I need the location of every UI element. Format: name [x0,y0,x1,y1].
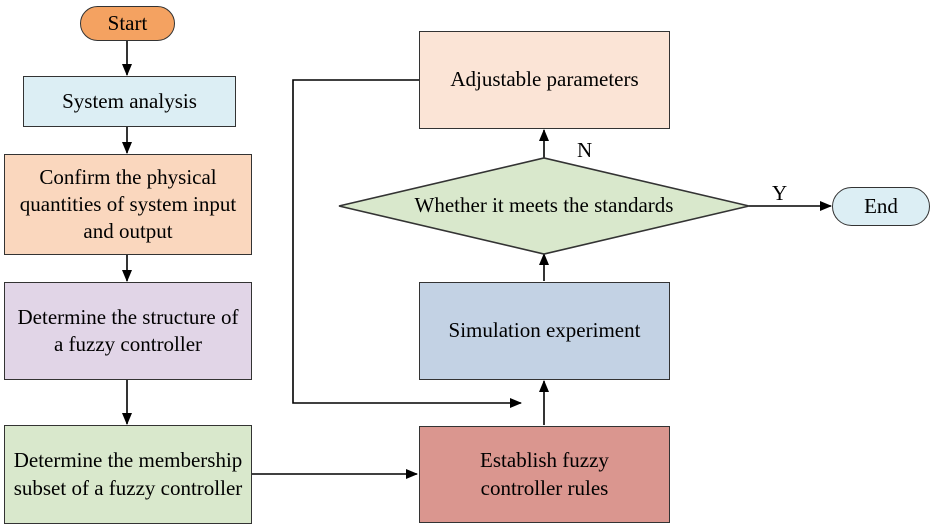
confirm-quantities-label: Confirm the physical quantities of syste… [19,164,237,244]
decision-node: Whether it meets the standards [339,158,749,254]
adjustable-parameters-label: Adjustable parameters [450,67,639,92]
determine-membership-box: Determine the membership subset of a fuz… [4,425,252,524]
establish-rules-label: Establish fuzzy controller rules [480,448,609,500]
start-node: Start [80,6,175,41]
arrow-adjustable-feedback [292,79,522,408]
yes-edge-label: Y [772,181,788,205]
determine-structure-box: Determine the structure of a fuzzy contr… [4,282,252,380]
confirm-quantities-box: Confirm the physical quantities of syste… [4,154,252,255]
no-edge-label: N [577,138,593,162]
simulation-experiment-label: Simulation experiment [448,318,641,343]
determine-structure-label: Determine the structure of a fuzzy contr… [17,304,239,356]
system-analysis-label: System analysis [62,88,197,113]
start-label: Start [107,10,148,35]
decision-diamond-shape [338,157,750,255]
decision-label: Whether it meets the standards [414,193,674,218]
determine-membership-label: Determine the membership subset of a fuz… [13,448,243,500]
end-label: End [864,193,898,218]
end-node: End [832,187,930,226]
system-analysis-box: System analysis [23,76,236,127]
establish-rules-box: Establish fuzzy controller rules [419,426,670,523]
simulation-experiment-box: Simulation experiment [419,282,670,380]
adjustable-parameters-box: Adjustable parameters [419,31,670,129]
